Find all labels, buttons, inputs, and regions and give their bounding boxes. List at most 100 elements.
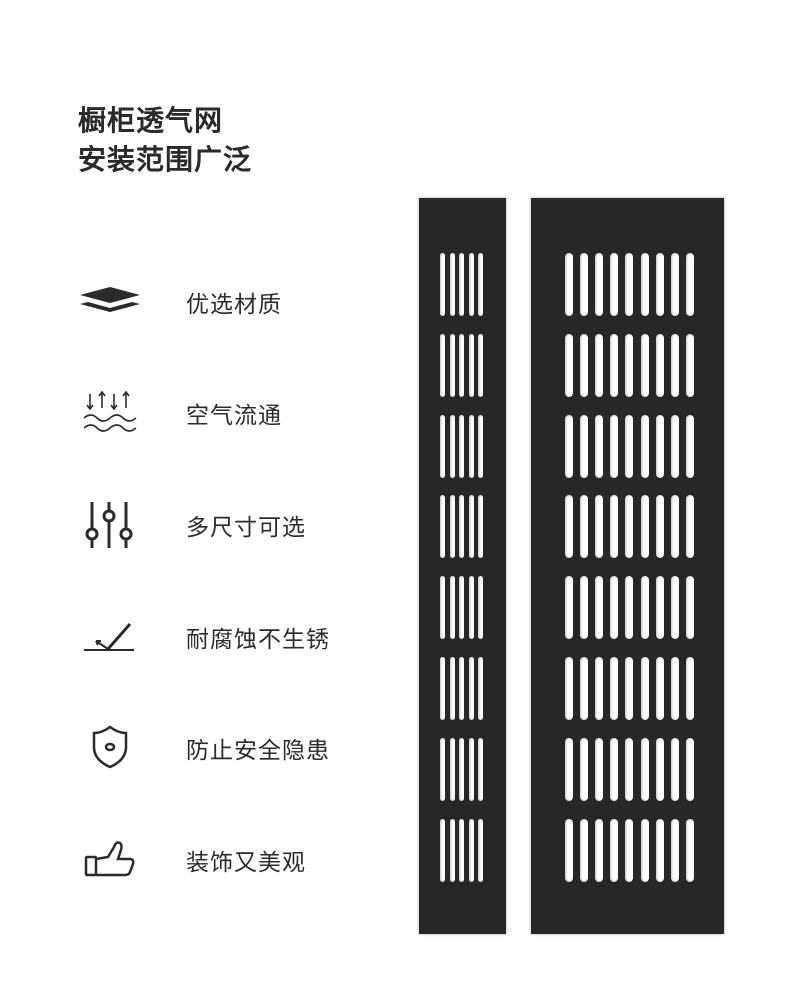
vent-slot — [449, 576, 455, 640]
vent-slot — [459, 495, 465, 559]
heading-line1: 橱柜透气网 — [78, 104, 224, 137]
vent-slot — [459, 253, 465, 316]
feature-label: 防止安全隐患 — [186, 738, 330, 764]
vent-slot — [595, 818, 604, 882]
airflow-icon — [83, 390, 137, 432]
vent-slot — [449, 253, 455, 316]
vent-slot — [478, 414, 484, 478]
feature-airflow: 空气流通 — [78, 388, 398, 438]
vent-slot — [625, 333, 634, 397]
vent-slot — [625, 737, 634, 801]
vent-slot — [580, 737, 589, 801]
vent-slot — [449, 737, 455, 801]
vent-slot — [670, 414, 679, 478]
thumbs-up-icon — [84, 841, 135, 877]
vent-slot — [670, 737, 679, 801]
vent-slot — [610, 576, 619, 640]
vent-slot — [459, 333, 465, 397]
feature-safety: 防止安全隐患 — [78, 723, 398, 773]
vent-slot — [655, 495, 664, 559]
vent-slot — [640, 414, 649, 478]
vent-slot — [440, 495, 445, 559]
vent-slot — [478, 576, 484, 640]
vent-slot — [565, 737, 573, 801]
vent-slot — [565, 576, 573, 640]
vent-slot — [685, 495, 694, 559]
vent-slot — [580, 414, 589, 478]
vent-slot — [565, 333, 573, 397]
vent-slot — [468, 333, 474, 397]
vent-slot — [468, 818, 474, 882]
vent-slot — [685, 576, 694, 640]
shield-icon — [92, 725, 128, 769]
vent-slot — [610, 818, 619, 882]
vent-slot — [685, 657, 694, 720]
vent-slot — [478, 333, 484, 397]
vent-slot — [468, 657, 474, 720]
vent-slot — [655, 414, 664, 478]
vent-slot — [565, 818, 573, 882]
vent-slot — [468, 576, 474, 640]
vent-slot — [440, 253, 445, 316]
vent-slot — [580, 253, 589, 316]
vent-slot — [670, 576, 679, 640]
vent-slot — [565, 253, 573, 316]
vent-slot — [440, 818, 445, 882]
vent-slot — [478, 253, 484, 316]
vent-slot — [595, 414, 604, 478]
corrosion-icon — [84, 623, 134, 651]
feature-material: 优选材质 — [78, 277, 398, 327]
vent-slot — [449, 495, 455, 559]
vent-slot — [468, 495, 474, 559]
vent-slot — [595, 253, 604, 316]
vent-slot — [670, 253, 679, 316]
vent-slot — [468, 253, 474, 316]
vent-slot — [595, 576, 604, 640]
vent-slot — [685, 333, 694, 397]
vent-slot — [468, 414, 474, 478]
vent-slot — [580, 333, 589, 397]
vent-slot — [580, 576, 589, 640]
feature-label: 装饰又美观 — [186, 850, 306, 876]
vent-slot — [640, 737, 649, 801]
vent-slot — [610, 737, 619, 801]
vent-slot — [595, 737, 604, 801]
vent-slot — [595, 657, 604, 720]
vent-slot — [610, 414, 619, 478]
vent-slot — [625, 495, 634, 559]
vent-slot — [449, 333, 455, 397]
feature-label: 多尺寸可选 — [186, 515, 306, 541]
vent-slot — [459, 576, 465, 640]
vent-slot — [670, 495, 679, 559]
vent-slot — [478, 737, 484, 801]
vent-slot — [580, 657, 589, 720]
vent-slot — [595, 333, 604, 397]
vent-slot — [459, 818, 465, 882]
vent-slot — [625, 818, 634, 882]
vent-slot — [440, 333, 445, 397]
vent-slot — [670, 333, 679, 397]
heading-line2: 安装范围广泛 — [78, 143, 253, 176]
vent-slot — [565, 495, 573, 559]
vent-slot — [478, 657, 484, 720]
vent-slot — [685, 414, 694, 478]
vent-slot — [449, 414, 455, 478]
vent-slot — [459, 414, 465, 478]
vent-slot — [655, 333, 664, 397]
feature-label: 空气流通 — [186, 403, 282, 429]
vent-slot — [580, 495, 589, 559]
vent-slot — [565, 657, 573, 720]
feature-sizes: 多尺寸可选 — [78, 500, 398, 550]
vent-panel-narrow — [419, 198, 506, 934]
vent-slot — [610, 657, 619, 720]
vent-slot — [625, 576, 634, 640]
vent-panel-wide — [531, 198, 724, 934]
vent-slot — [478, 818, 484, 882]
vent-slot — [640, 333, 649, 397]
vent-slot — [655, 253, 664, 316]
vent-slot — [449, 657, 455, 720]
vent-slot — [440, 414, 445, 478]
layers-icon — [80, 287, 140, 312]
vent-slot — [625, 253, 634, 316]
